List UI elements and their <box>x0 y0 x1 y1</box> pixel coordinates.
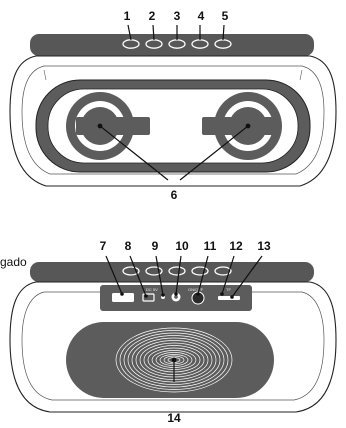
callouts-top <box>97 24 251 181</box>
label-14: 14 <box>167 411 181 425</box>
back-inner-contour <box>21 291 325 401</box>
label-1: 1 <box>124 9 131 23</box>
tf-text: TF <box>226 287 231 292</box>
left-driver-bar <box>76 117 150 135</box>
top-lid <box>30 34 314 56</box>
right-driver-bar <box>202 117 274 135</box>
body-inner-contour <box>21 65 325 175</box>
label-2: 2 <box>149 9 156 23</box>
on-off-text: ON/OFF <box>188 287 204 292</box>
label-12: 12 <box>229 239 243 253</box>
label-9: 9 <box>152 239 159 253</box>
back-top-lid <box>30 262 314 282</box>
back-top-button-row <box>122 266 232 276</box>
tf-card-slot <box>218 296 240 300</box>
label-11: 11 <box>204 239 217 253</box>
label-8: 8 <box>125 239 132 253</box>
dc-5v-text: DC 5V <box>146 287 158 292</box>
callouts-back <box>105 255 263 382</box>
label-3: 3 <box>174 9 181 23</box>
passive-radiator-frame <box>66 322 274 398</box>
dc-5v-port <box>142 293 155 302</box>
label-6: 6 <box>171 188 178 202</box>
label-5: 5 <box>222 9 229 23</box>
label-10: 10 <box>175 239 189 253</box>
usb-port <box>112 293 134 302</box>
speaker-top-view <box>9 24 337 187</box>
label-4: 4 <box>198 9 205 23</box>
label-13: 13 <box>257 239 271 253</box>
label-7: 7 <box>100 239 107 253</box>
side-text: gado <box>0 255 27 269</box>
speaker-back-view: DC 5V ON/OFF TF <box>9 255 337 413</box>
